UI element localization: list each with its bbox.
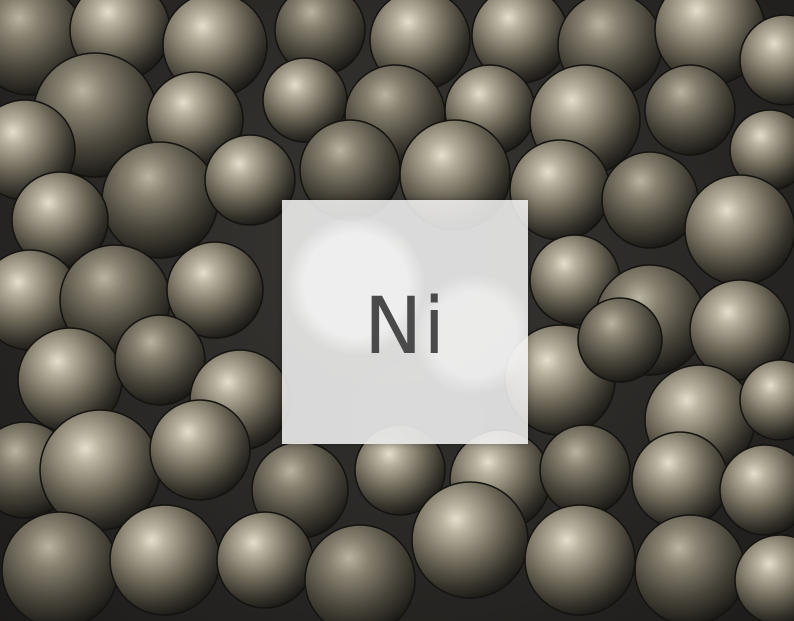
nickel-pellet (304, 524, 416, 621)
nickel-pellet (634, 514, 746, 621)
nickel-pellet (204, 134, 296, 226)
nickel-pellet (166, 241, 264, 339)
nickel-pellet (524, 504, 636, 616)
nickel-pellet (734, 534, 794, 621)
nickel-pellet (149, 399, 251, 501)
nickel-pellet (411, 481, 529, 599)
nickel-pellet (109, 504, 221, 616)
nickel-pellet (114, 314, 206, 406)
nickel-pellet (684, 174, 794, 286)
nickel-pellet (719, 444, 794, 536)
element-symbol: Ni (363, 282, 447, 372)
nickel-pellet (1, 511, 119, 621)
nickel-pellet (216, 511, 314, 609)
nickel-pellet (644, 64, 736, 156)
nickel-pellet (577, 297, 663, 383)
nickel-pellet (101, 141, 219, 259)
nickel-pellet (689, 279, 791, 381)
nickel-pellet (539, 424, 631, 516)
nickel-pellet (631, 431, 729, 529)
nickel-pellet (739, 359, 794, 441)
nickel-pellet (601, 151, 699, 249)
element-symbol-tile: Ni (282, 200, 528, 444)
nickel-pellet (739, 14, 794, 106)
